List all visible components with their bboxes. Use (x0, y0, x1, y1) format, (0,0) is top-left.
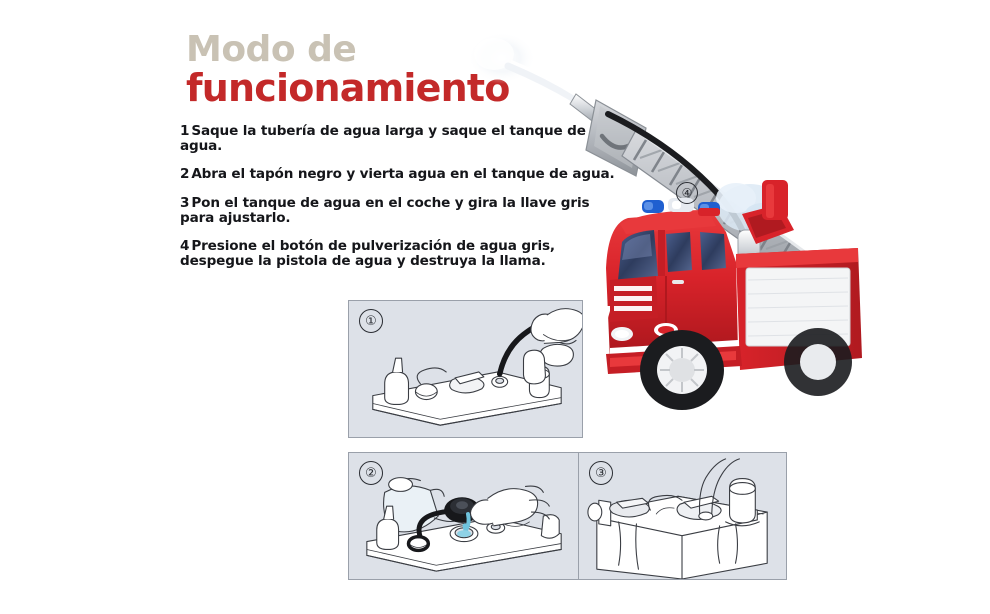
panel-1-illustration (349, 301, 582, 437)
page-title-line-2: funcionamiento (186, 66, 510, 111)
step-text: Saque la tubería de agua larga y saque e… (180, 123, 586, 155)
diagram-panel-2: ② (348, 452, 583, 580)
panel-2-illustration (349, 453, 582, 579)
diagram-panel-1: ① (348, 300, 583, 438)
panel-number-badge: ③ (589, 461, 613, 485)
step-number: 1 (180, 123, 190, 139)
page-title-line-1: Modo de (186, 29, 357, 70)
step-number: 4 (180, 238, 190, 255)
step-number: 2 (180, 166, 190, 183)
panel-number-badge: ② (359, 461, 383, 485)
rear-wheel (784, 328, 852, 396)
panel-3-illustration (579, 453, 786, 579)
step-text: Abra el tapón negro y vierta agua en el … (191, 166, 615, 183)
fire-truck-body (587, 180, 862, 410)
front-wheel (640, 330, 724, 410)
diagram-panel-3: ③ (578, 452, 787, 580)
step-number: 3 (180, 194, 190, 211)
panel-number-badge: ① (359, 309, 383, 333)
product-callout-badge: ④ (676, 182, 698, 204)
water-gun (716, 183, 782, 271)
step-text: Pon el tanque de agua en el coche y gira… (180, 194, 590, 226)
step-text: Presione el botón de pulverización de ag… (180, 238, 555, 270)
page-title: Modo de funcionamiento (186, 29, 606, 111)
